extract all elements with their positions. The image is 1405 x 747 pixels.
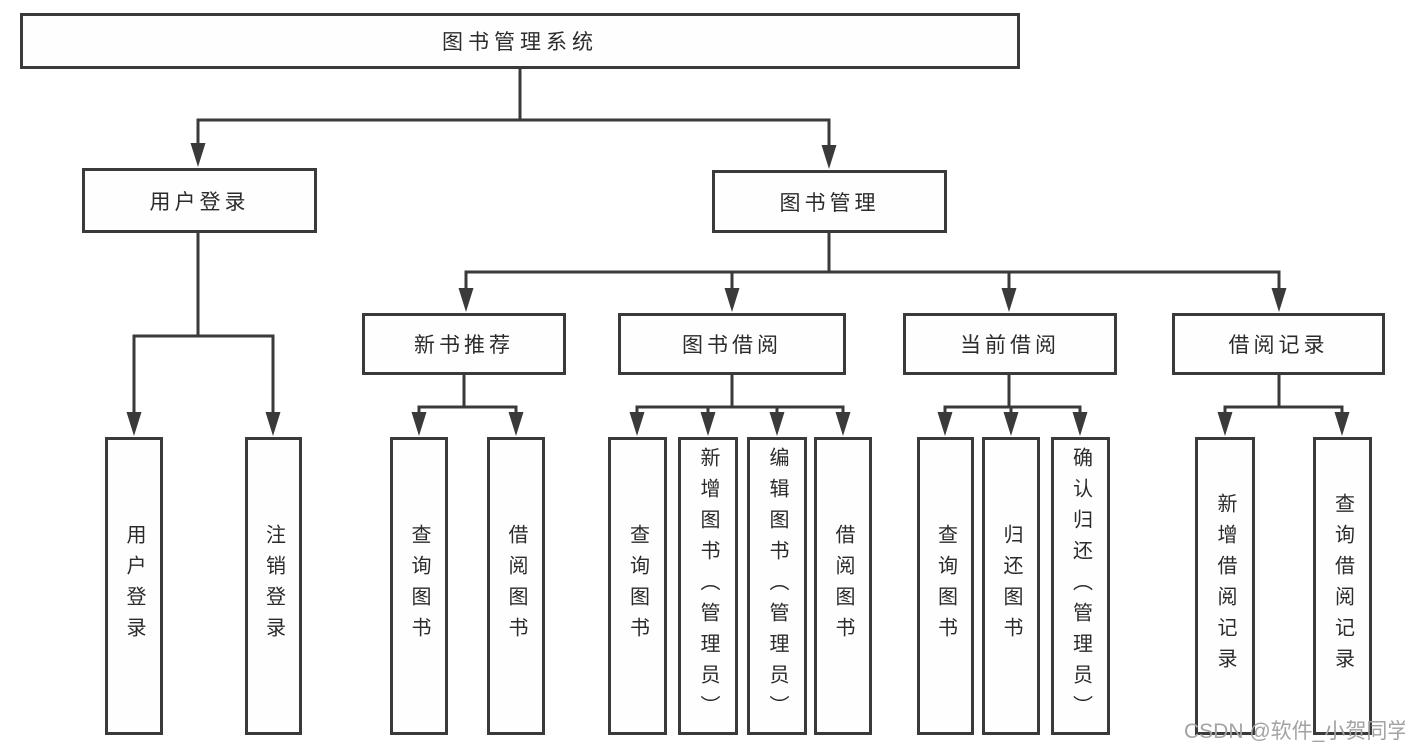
node-current-borrow: 当前借阅 [903, 313, 1117, 375]
node-label: 图书管理系统 [442, 31, 598, 54]
node-label: 查询图书 [934, 524, 957, 648]
node-label: 查询借阅记录 [1331, 493, 1354, 679]
node-label: 用户登录 [123, 524, 145, 648]
leaf-query-books-recommend: 查询图书 [390, 437, 448, 735]
node-book-management: 图书管理 [712, 170, 947, 233]
node-user-login: 用户登录 [82, 168, 317, 233]
node-label: 编辑图书（管理员） [766, 446, 788, 726]
node-label: 图书借阅 [682, 334, 782, 357]
leaf-query-borrow-record: 查询借阅记录 [1313, 437, 1372, 735]
leaf-query-books-borrow: 查询图书 [608, 437, 667, 735]
leaf-edit-books-admin: 编辑图书（管理员） [747, 437, 807, 735]
leaf-return-books: 归还图书 [982, 437, 1040, 735]
csdn-watermark: CSDN @软件_小贺同学 [1184, 720, 1405, 743]
node-label: 图书管理 [779, 191, 880, 215]
node-borrow-records: 借阅记录 [1172, 313, 1385, 375]
leaf-confirm-return-admin: 确认归还（管理员） [1051, 437, 1110, 735]
node-label: 新增图书（管理员） [697, 446, 719, 726]
leaf-logout: 注销登录 [245, 437, 302, 735]
node-label: 确认归还（管理员） [1069, 446, 1092, 726]
node-label: 注销登录 [262, 524, 285, 648]
node-label: 查询图书 [408, 524, 430, 648]
leaf-borrow-books-recommend: 借阅图书 [487, 437, 545, 735]
leaf-query-books-current: 查询图书 [917, 437, 974, 735]
node-label: 新增借阅记录 [1214, 493, 1236, 679]
node-label: 归还图书 [1000, 524, 1022, 648]
node-label: 借阅图书 [832, 524, 854, 648]
node-library-management-system: 图书管理系统 [20, 13, 1020, 69]
leaf-borrow-books: 借阅图书 [814, 437, 872, 735]
node-label: 借阅记录 [1228, 334, 1329, 357]
node-label: 新书推荐 [414, 334, 514, 357]
node-label: 当前借阅 [960, 334, 1060, 357]
node-label: 查询图书 [626, 524, 649, 648]
leaf-add-books-admin: 新增图书（管理员） [678, 437, 738, 735]
leaf-user-login: 用户登录 [105, 437, 163, 735]
node-label: 用户登录 [149, 190, 250, 214]
node-label: 借阅图书 [505, 524, 527, 648]
node-book-borrow: 图书借阅 [618, 313, 846, 375]
leaf-add-borrow-record: 新增借阅记录 [1195, 437, 1255, 735]
node-new-book-recommend: 新书推荐 [362, 313, 566, 375]
